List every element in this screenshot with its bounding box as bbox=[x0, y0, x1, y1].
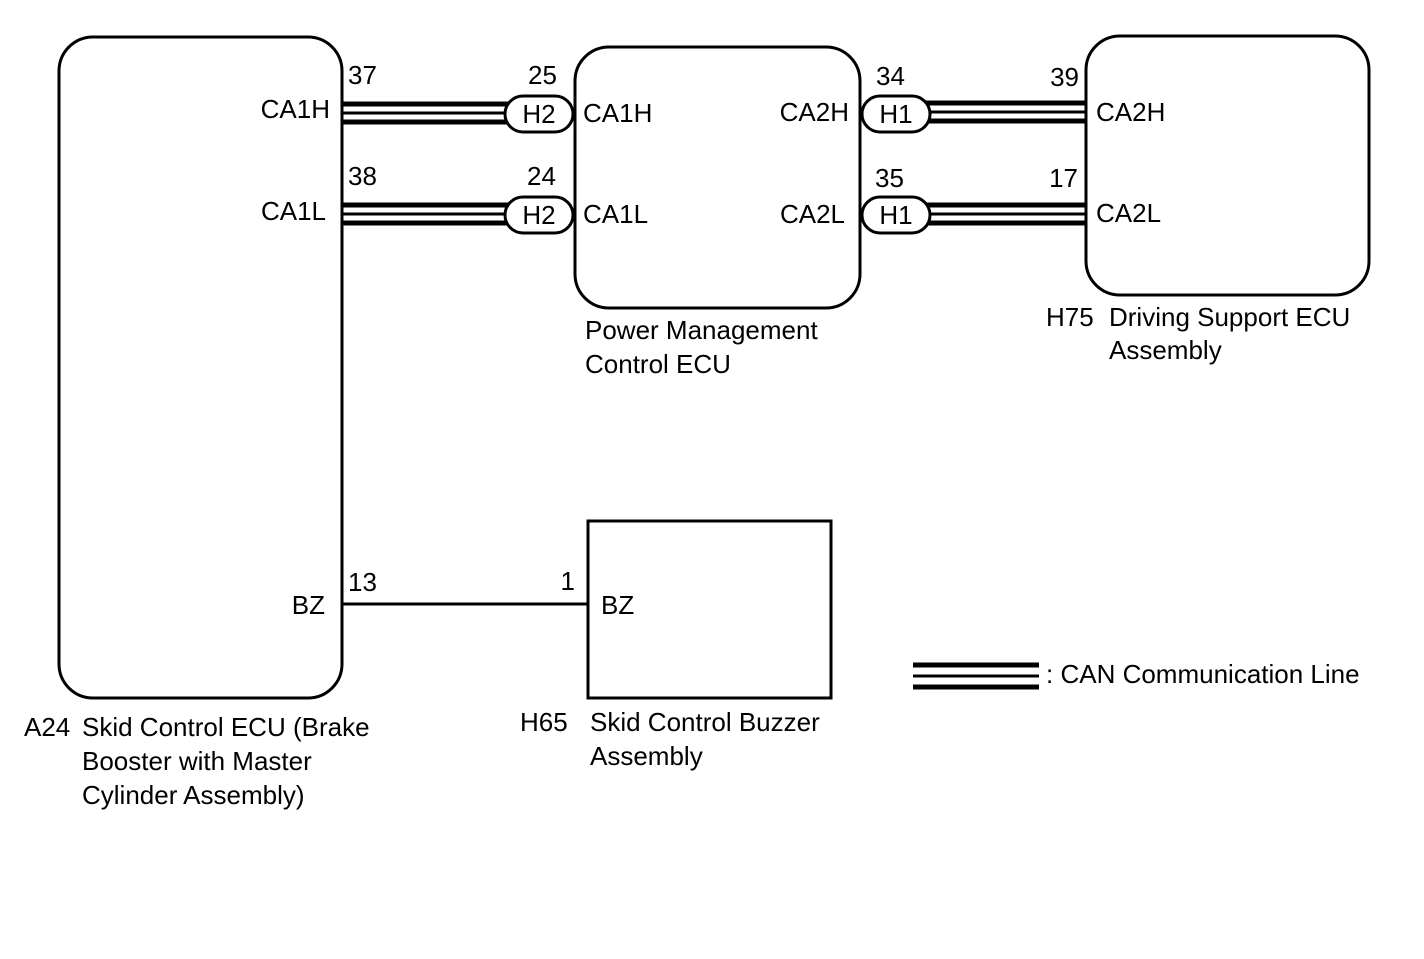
connector-label: H2 bbox=[522, 200, 555, 230]
buzzer-name-line-2: Assembly bbox=[590, 741, 703, 771]
connector-h1-ca2l: H1 bbox=[860, 195, 932, 235]
pin-label-ca2h: CA2H bbox=[780, 97, 849, 127]
connector-label: H2 bbox=[522, 99, 555, 129]
connector-label: H1 bbox=[879, 200, 912, 230]
skid-control-ecu-box bbox=[57, 35, 344, 700]
connector-label: H1 bbox=[879, 99, 912, 129]
pin-number-1: 1 bbox=[561, 566, 575, 596]
pin-number-37: 37 bbox=[348, 60, 377, 90]
pin-number-13: 13 bbox=[348, 567, 377, 597]
can-wire-ca1l bbox=[342, 202, 512, 226]
pin-label-bz: BZ bbox=[601, 590, 634, 620]
can-wire-ca1h bbox=[342, 101, 512, 125]
skid-ecu-code: A24 bbox=[24, 712, 70, 742]
driving-ecu-name-line-1: Driving Support ECU bbox=[1109, 302, 1350, 332]
pin-label-ca2l: CA2L bbox=[780, 199, 845, 229]
legend-can-line-symbol bbox=[913, 662, 1039, 690]
power-ecu-name-line-1: Power Management bbox=[585, 315, 818, 345]
can-wire-ca2l bbox=[924, 202, 1086, 226]
pin-label-ca1h: CA1H bbox=[583, 98, 652, 128]
skid-control-buzzer-box bbox=[586, 519, 833, 700]
pin-number-25: 25 bbox=[528, 60, 557, 90]
legend-can-label: : CAN Communication Line bbox=[1046, 659, 1360, 689]
skid-ecu-name-line-1: Skid Control ECU (Brake bbox=[82, 712, 370, 742]
connector-h2-ca1l: H2 bbox=[503, 195, 575, 235]
pin-number-38: 38 bbox=[348, 161, 377, 191]
power-ecu-name-line-2: Control ECU bbox=[585, 349, 731, 379]
pin-label-ca1l: CA1L bbox=[261, 196, 326, 226]
driving-ecu-name-line-2: Assembly bbox=[1109, 335, 1222, 365]
connector-h1-ca2h: H1 bbox=[860, 94, 932, 134]
pin-label-bz: BZ bbox=[292, 590, 325, 620]
pin-label-ca2h: CA2H bbox=[1096, 97, 1165, 127]
buzzer-code: H65 bbox=[520, 707, 568, 737]
pin-number-34: 34 bbox=[876, 61, 905, 91]
driving-support-ecu-box bbox=[1084, 34, 1371, 297]
pin-label-ca1l: CA1L bbox=[583, 199, 648, 229]
connector-h2-ca1h: H2 bbox=[503, 94, 575, 134]
pin-number-17: 17 bbox=[1049, 163, 1078, 193]
pin-label-ca1h: CA1H bbox=[261, 94, 330, 124]
pin-number-35: 35 bbox=[875, 163, 904, 193]
skid-ecu-name-line-2: Booster with Master bbox=[82, 746, 312, 776]
legend: : CAN Communication Line bbox=[913, 659, 1360, 690]
buzzer-name-line-1: Skid Control Buzzer bbox=[590, 707, 820, 737]
pin-number-39: 39 bbox=[1050, 62, 1079, 92]
driving-ecu-code: H75 bbox=[1046, 302, 1094, 332]
pin-label-ca2l: CA2L bbox=[1096, 198, 1161, 228]
can-wire-ca2h bbox=[924, 100, 1086, 124]
power-management-ecu-box bbox=[573, 45, 862, 310]
skid-ecu-name-line-3: Cylinder Assembly) bbox=[82, 780, 305, 810]
pin-number-24: 24 bbox=[527, 161, 556, 191]
